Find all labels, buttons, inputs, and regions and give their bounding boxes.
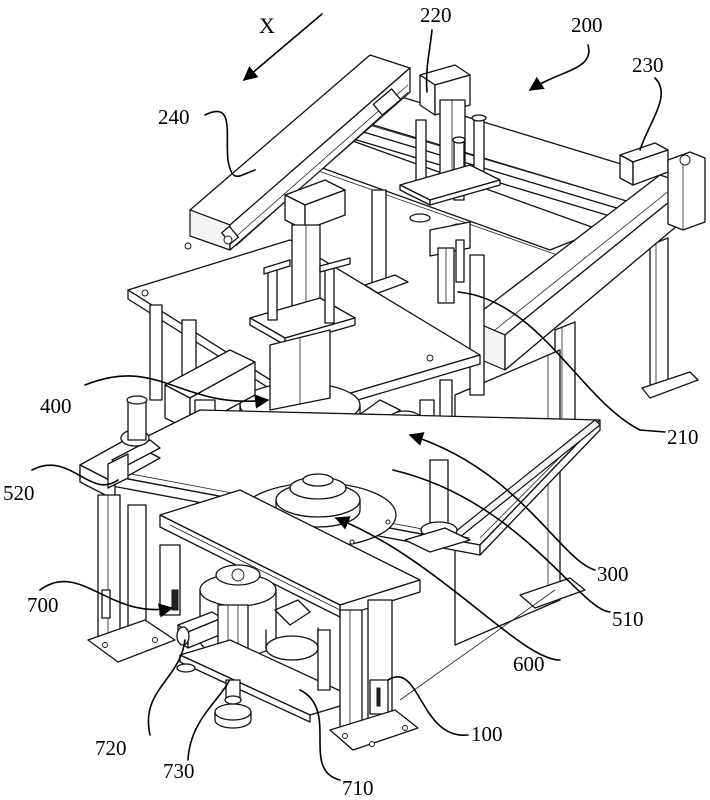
x-axis-indicator: X	[242, 13, 323, 81]
x-axis-label: X	[259, 13, 275, 38]
leader-510	[392, 469, 611, 613]
ref-label-730: 730	[163, 759, 195, 783]
linear-rail-beam	[189, 54, 411, 251]
vertical-lift-module	[399, 64, 501, 304]
ref-label-700: 700	[27, 593, 59, 617]
frame-column-right	[317, 599, 419, 751]
leader-730	[187, 680, 230, 761]
leader-220	[425, 29, 433, 93]
leveling-foot	[214, 679, 252, 729]
ref-label-230: 230	[632, 53, 664, 77]
leader-720	[147, 639, 186, 736]
ref-label-200: 200	[571, 13, 603, 37]
gantry-back-legs	[554, 237, 699, 429]
ref-label-100: 100	[471, 722, 503, 746]
ref-label-240: 240	[158, 105, 190, 129]
leader-100	[387, 676, 469, 736]
ref-label-520: 520	[3, 481, 35, 505]
leader-400	[84, 375, 270, 409]
ref-label-300: 300	[597, 562, 629, 586]
ref-label-400: 400	[40, 394, 72, 418]
leader-210	[457, 291, 666, 433]
machine-illustration	[79, 54, 706, 751]
leader-700	[39, 580, 174, 618]
ref-label-510: 510	[612, 607, 644, 631]
left-motor-deck	[79, 395, 161, 501]
rail-carriages	[221, 88, 402, 245]
leader-230	[639, 77, 662, 151]
gantry-frame	[299, 94, 706, 371]
ref-label-710: 710	[342, 776, 374, 800]
ref-label-210: 210	[667, 425, 699, 449]
ref-label-220: 220	[420, 3, 452, 27]
frame-edge	[399, 589, 556, 701]
reference-labels: 200 220 230 240 210 400 520 300 510 700 …	[3, 3, 699, 800]
leader-520	[31, 464, 119, 486]
leader-710	[299, 689, 341, 781]
leader-600	[334, 516, 561, 661]
leader-lines	[31, 29, 666, 781]
ref-label-720: 720	[95, 736, 127, 760]
leader-300	[408, 432, 596, 571]
leader-240	[204, 110, 256, 178]
frame-column-left	[87, 494, 176, 663]
x-direction-arrow	[242, 13, 323, 81]
leader-200	[528, 44, 590, 91]
ref-label-600: 600	[513, 652, 545, 676]
